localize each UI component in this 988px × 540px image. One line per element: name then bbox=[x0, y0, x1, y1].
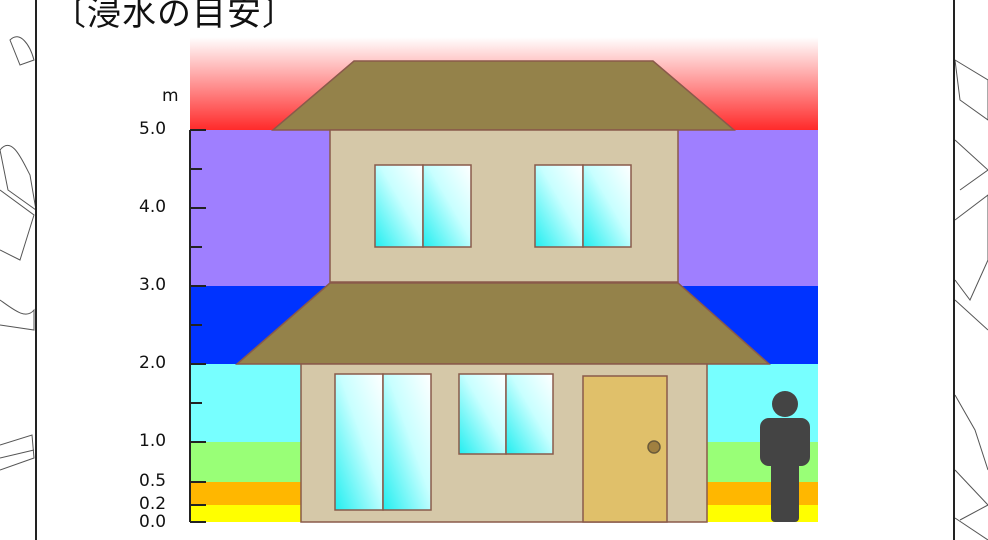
y-tick-label-0_0: 0.0 bbox=[139, 512, 167, 532]
y-tick-label-1_0: 1.0 bbox=[139, 431, 167, 451]
y-tick-label-3_0: 3.0 bbox=[139, 275, 167, 295]
house-illustration bbox=[234, 60, 771, 523]
map-background-lines bbox=[0, 36, 988, 540]
first-floor-window-large bbox=[334, 373, 432, 511]
y-tick-label-5_0: 5.0 bbox=[139, 119, 167, 139]
door-knob bbox=[647, 440, 661, 454]
upper-roof bbox=[270, 60, 737, 131]
y-axis-unit: m bbox=[162, 86, 179, 106]
y-tick-label-4_0: 4.0 bbox=[139, 197, 167, 217]
first-floor-window-small bbox=[458, 373, 554, 455]
second-floor-window-right bbox=[534, 164, 632, 248]
lower-roof bbox=[234, 282, 771, 365]
page-title: 〔浸水の目安〕 bbox=[52, 0, 297, 34]
second-floor-window-left bbox=[374, 164, 472, 248]
y-tick-label-2_0: 2.0 bbox=[139, 353, 167, 373]
person-icon bbox=[760, 391, 810, 522]
y-tick-label-0_2: 0.2 bbox=[139, 494, 167, 514]
y-tick-label-0_5: 0.5 bbox=[139, 471, 167, 491]
